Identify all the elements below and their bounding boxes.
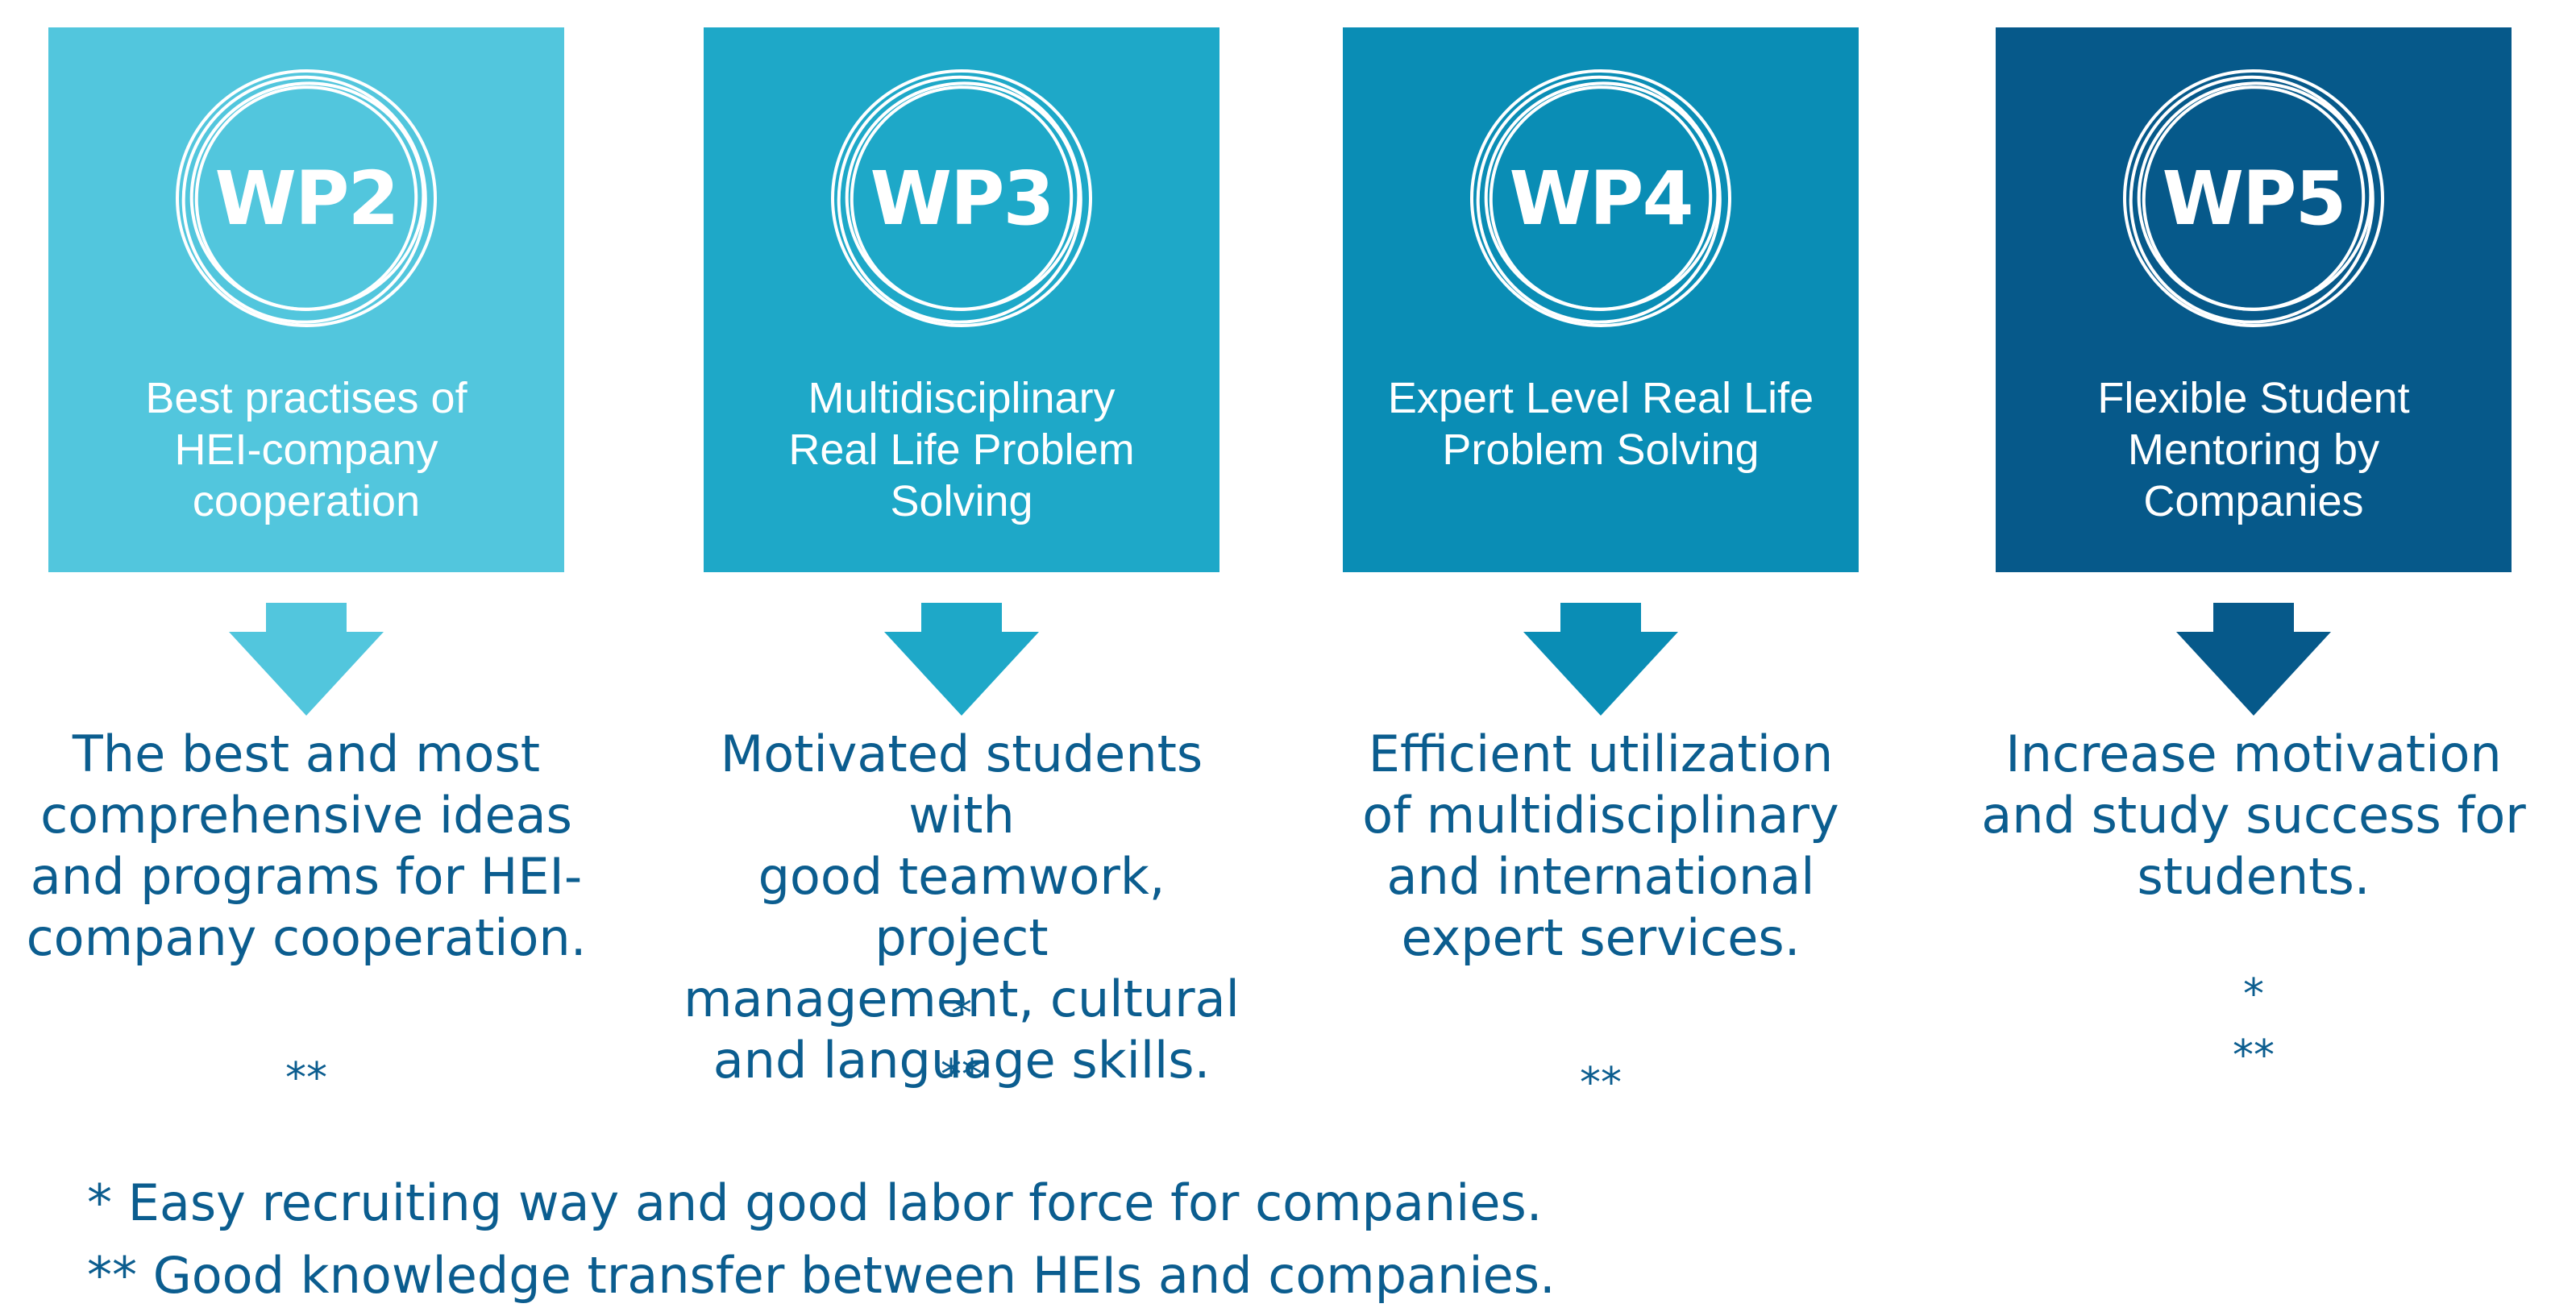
wp3-badge-label: WP3 (870, 155, 1055, 242)
wp5-box: WP5 Flexible Student Mentoring by Compan… (1996, 27, 2512, 572)
wp4-badge: WP4 (1464, 61, 1738, 335)
wp4-footnote-markers: ** (1580, 1059, 1622, 1107)
wp5-badge: WP5 (2117, 61, 2391, 335)
wp2-footnote-markers: ** (285, 1054, 327, 1102)
footnote-double-asterisk: ** Good knowledge transfer between HEIs … (87, 1246, 1556, 1305)
wp3-outcome: Motivated students with good teamwork, p… (683, 725, 1240, 1090)
scribble-circle-icon (1470, 69, 1731, 327)
footnote-single-asterisk: * Easy recruiting way and good labor for… (87, 1173, 1543, 1232)
wp5-title: Flexible Student Mentoring by Companies (2097, 374, 2410, 525)
wp2-title: Best practises of HEI-company cooperatio… (145, 374, 467, 525)
wp2-badge: WP2 (169, 61, 443, 335)
down-arrow-icon (1520, 603, 1681, 716)
wp5-outcome: Increase motivation and study success fo… (1981, 725, 2526, 906)
wp5-footnote-markers: * ** (2233, 970, 2275, 1080)
wp3-badge: WP3 (825, 61, 1099, 335)
scribble-circle-icon (831, 69, 1092, 327)
wp3-box: WP3 Multidisciplinary Real Life Problem … (704, 27, 1219, 572)
work-package-wp2: WP2 Best practises of HEI-company cooper… (27, 0, 586, 1128)
wp4-badge-label: WP4 (1509, 155, 1694, 242)
down-arrow-icon (881, 603, 1042, 716)
wp4-title: Expert Level Real Life Problem Solving (1387, 374, 1814, 474)
work-package-wp3: WP3 Multidisciplinary Real Life Problem … (683, 0, 1240, 1128)
wp2-box: WP2 Best practises of HEI-company cooper… (48, 27, 564, 572)
down-arrow-icon (226, 603, 387, 716)
wp3-footnote-markers: * ** (941, 990, 983, 1099)
wp4-outcome: Efficient utilization of multidisciplina… (1362, 725, 1839, 967)
footnotes: * Easy recruiting way and good labor for… (87, 1167, 2021, 1312)
wp2-badge-label: WP2 (214, 155, 400, 242)
scribble-circle-icon (2123, 69, 2384, 327)
scribble-circle-icon (176, 69, 437, 327)
wp4-box: WP4 Expert Level Real Life Problem Solvi… (1343, 27, 1859, 572)
wp5-badge-label: WP5 (2162, 155, 2347, 242)
wp3-title: Multidisciplinary Real Life Problem Solv… (788, 374, 1135, 525)
work-package-wp5: WP5 Flexible Student Mentoring by Compan… (1981, 0, 2526, 1128)
work-package-wp4: WP4 Expert Level Real Life Problem Solvi… (1343, 0, 1859, 1128)
down-arrow-icon (2173, 603, 2334, 716)
wp2-outcome: The best and most comprehensive ideas an… (26, 725, 587, 967)
